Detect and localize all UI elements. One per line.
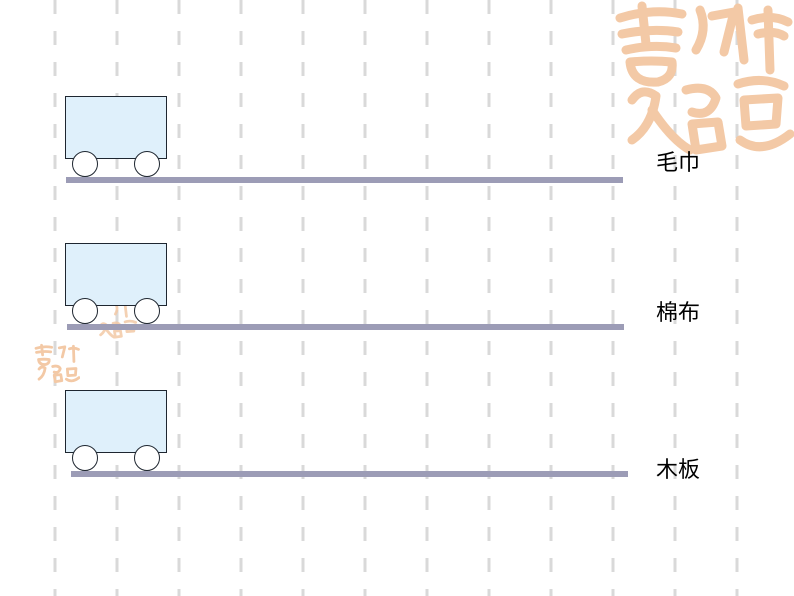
cart-body: [65, 243, 167, 306]
cart-on-wood-board: [65, 390, 167, 474]
cart-wheel: [134, 151, 160, 177]
cart-wheel: [72, 445, 98, 471]
cart-wheel: [134, 445, 160, 471]
auspicious-seal-icon: [612, 0, 794, 160]
wood-board-label: 木板: [656, 459, 700, 483]
auspicious-seal-icon: [34, 343, 80, 385]
wood-board-track: [71, 471, 628, 477]
cotton-cloth-label: 棉布: [656, 302, 700, 326]
cart-wheel: [134, 298, 160, 324]
cart-body: [65, 96, 167, 159]
cart-on-cotton-cloth: [65, 243, 167, 327]
cart-on-towel: [65, 96, 167, 180]
cotton-cloth-track: [67, 324, 624, 330]
cart-body: [65, 390, 167, 453]
towel-label: 毛巾: [656, 152, 700, 176]
towel-track: [66, 177, 623, 183]
cart-wheel: [72, 151, 98, 177]
cart-wheel: [72, 298, 98, 324]
